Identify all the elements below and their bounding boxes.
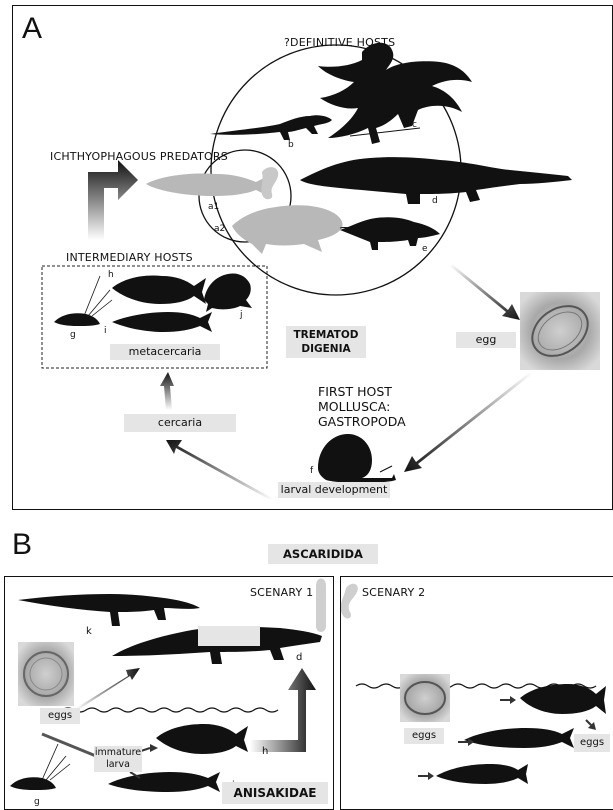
first-host-line1: FIRST HOST bbox=[318, 384, 406, 399]
eggs-tag-right: eggs bbox=[574, 734, 610, 752]
predator-fish-a2 bbox=[232, 205, 343, 254]
first-host-line2: MOLLUSCA: bbox=[318, 399, 406, 414]
fish-i-silhouette bbox=[112, 312, 212, 332]
scenary1-frame bbox=[4, 576, 334, 810]
arrow-egg-to-snail bbox=[404, 372, 532, 472]
fish-h-silhouette bbox=[112, 276, 206, 305]
ascaridida-label: ASCARIDIDA bbox=[268, 544, 378, 564]
scenary2-frame bbox=[340, 576, 613, 810]
grey-organ-shape bbox=[261, 167, 278, 199]
immature-larva-tag: immature larva bbox=[94, 746, 142, 772]
frog-silhouette bbox=[204, 273, 252, 312]
arrow-to-egg bbox=[450, 264, 520, 320]
letter-h: h bbox=[108, 270, 114, 280]
scenary2-label: SCENARY 2 bbox=[362, 586, 425, 599]
letter-e: e bbox=[422, 244, 428, 254]
trematod-label: TREMATOD DIGENIA bbox=[286, 326, 366, 358]
letter-a1: a1 bbox=[208, 202, 219, 212]
arrow-to-cercaria bbox=[166, 440, 272, 500]
lizard-silhouette bbox=[210, 115, 332, 140]
snail-silhouette bbox=[318, 434, 396, 483]
letter-a2: a2 bbox=[214, 224, 225, 234]
bird-silhouette bbox=[318, 43, 472, 144]
letter-b: b bbox=[288, 140, 294, 150]
eggs-tag-mid: eggs bbox=[404, 728, 444, 744]
ichthyophagous-label: ICHTHYOPHAGOUS PREDATORS bbox=[50, 150, 228, 163]
letter-d-b: d bbox=[296, 652, 302, 663]
ichthyophagous-arrow bbox=[88, 160, 138, 240]
definitive-hosts-label: ?DEFINITIVE HOSTS bbox=[284, 36, 395, 49]
egg-image-a bbox=[520, 292, 600, 370]
eggs-tag-left: eggs bbox=[40, 708, 80, 724]
arrow-to-intermediary bbox=[160, 372, 174, 410]
letter-f: f bbox=[310, 466, 313, 476]
letter-j: j bbox=[240, 310, 243, 320]
letter-k: k bbox=[86, 626, 92, 637]
metacercaria-tag: metacercaria bbox=[110, 344, 220, 360]
predator-fish-a1 bbox=[146, 173, 272, 198]
first-host-label: FIRST HOST MOLLUSCA: GASTROPODA bbox=[318, 384, 406, 429]
first-host-line3: GASTROPODA bbox=[318, 414, 406, 429]
anisakidae-label: ANISAKIDAE bbox=[222, 782, 328, 804]
immature-line: immature bbox=[94, 747, 142, 759]
panel-b-letter: B bbox=[12, 528, 32, 562]
scenary1-label: SCENARY 1 bbox=[250, 586, 313, 599]
letter-c: c bbox=[412, 120, 417, 130]
letter-h-b: h bbox=[262, 746, 268, 757]
egg-tag: egg bbox=[456, 332, 516, 348]
larva-line: larva bbox=[94, 759, 142, 771]
letter-i: i bbox=[104, 326, 107, 336]
intermediary-hosts-label: INTERMEDIARY HOSTS bbox=[66, 251, 193, 264]
letter-g-b: g bbox=[34, 797, 40, 807]
cercaria-tag: cercaria bbox=[124, 414, 236, 432]
letter-d: d bbox=[432, 196, 438, 206]
letter-g: g bbox=[70, 330, 76, 340]
trematod-line1: TREMATOD bbox=[286, 328, 366, 342]
larval-development-tag: larval development bbox=[278, 482, 390, 498]
trematod-line2: DIGENIA bbox=[286, 342, 366, 356]
